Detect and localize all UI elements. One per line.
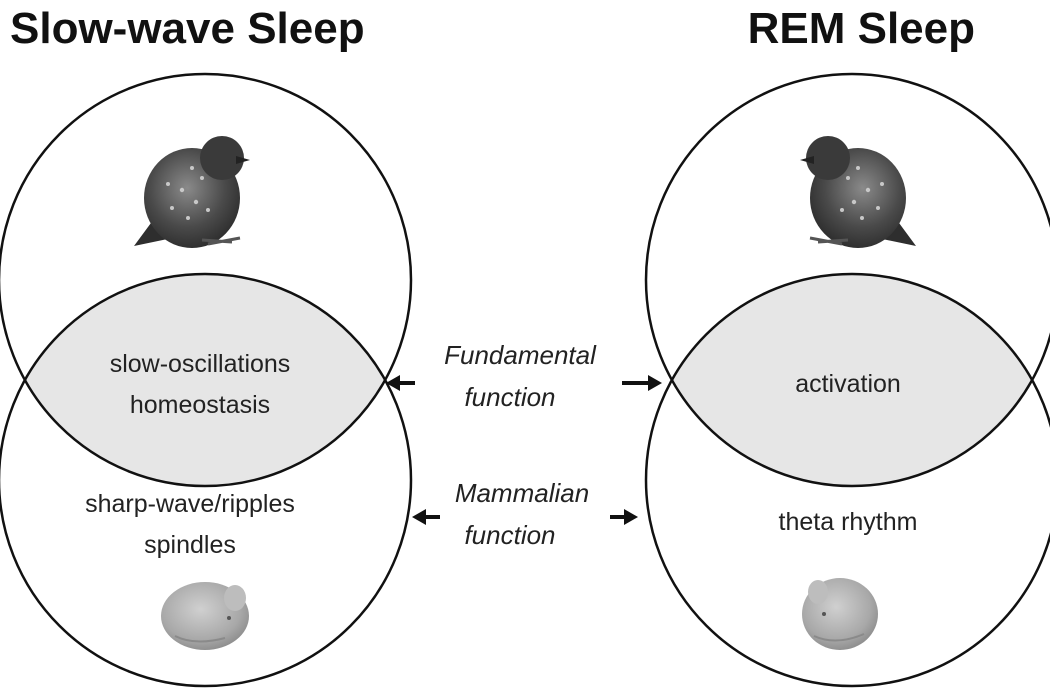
rodent-icon — [802, 578, 878, 650]
pigeon-icon — [134, 136, 250, 248]
slow-wave-sleep-title: Slow-wave Sleep — [10, 4, 365, 53]
fundamental-label-line1: Fundamental — [444, 340, 597, 370]
left-lower-circle — [0, 272, 413, 688]
mammalian-label-line2: function — [464, 520, 555, 550]
right-lower-line1: theta rhythm — [779, 508, 918, 536]
left-lower-line2: spindles — [144, 531, 236, 559]
fundamental-right-arrow — [622, 375, 662, 391]
left-overlap-line1: slow-oscillations — [110, 350, 291, 378]
pigeon-icon — [800, 136, 916, 248]
left-overlap-region — [0, 274, 411, 486]
right-overlap-line1: activation — [795, 370, 901, 398]
fundamental-label-line2: function — [464, 382, 555, 412]
mammalian-left-arrow — [412, 509, 440, 525]
left-overlap-line2: homeostasis — [130, 391, 270, 419]
rem-sleep-title: REM Sleep — [748, 4, 975, 53]
left-upper-circle — [0, 72, 413, 488]
left-lower-line1: sharp-wave/ripples — [85, 490, 295, 518]
mammalian-label-line1: Mammalian — [455, 478, 589, 508]
rodent-icon — [161, 582, 249, 650]
fundamental-left-arrow — [386, 375, 415, 391]
right-upper-circle — [644, 72, 1050, 488]
mammalian-right-arrow — [610, 509, 638, 525]
right-lower-circle — [644, 272, 1050, 688]
right-overlap-region — [646, 274, 1050, 486]
